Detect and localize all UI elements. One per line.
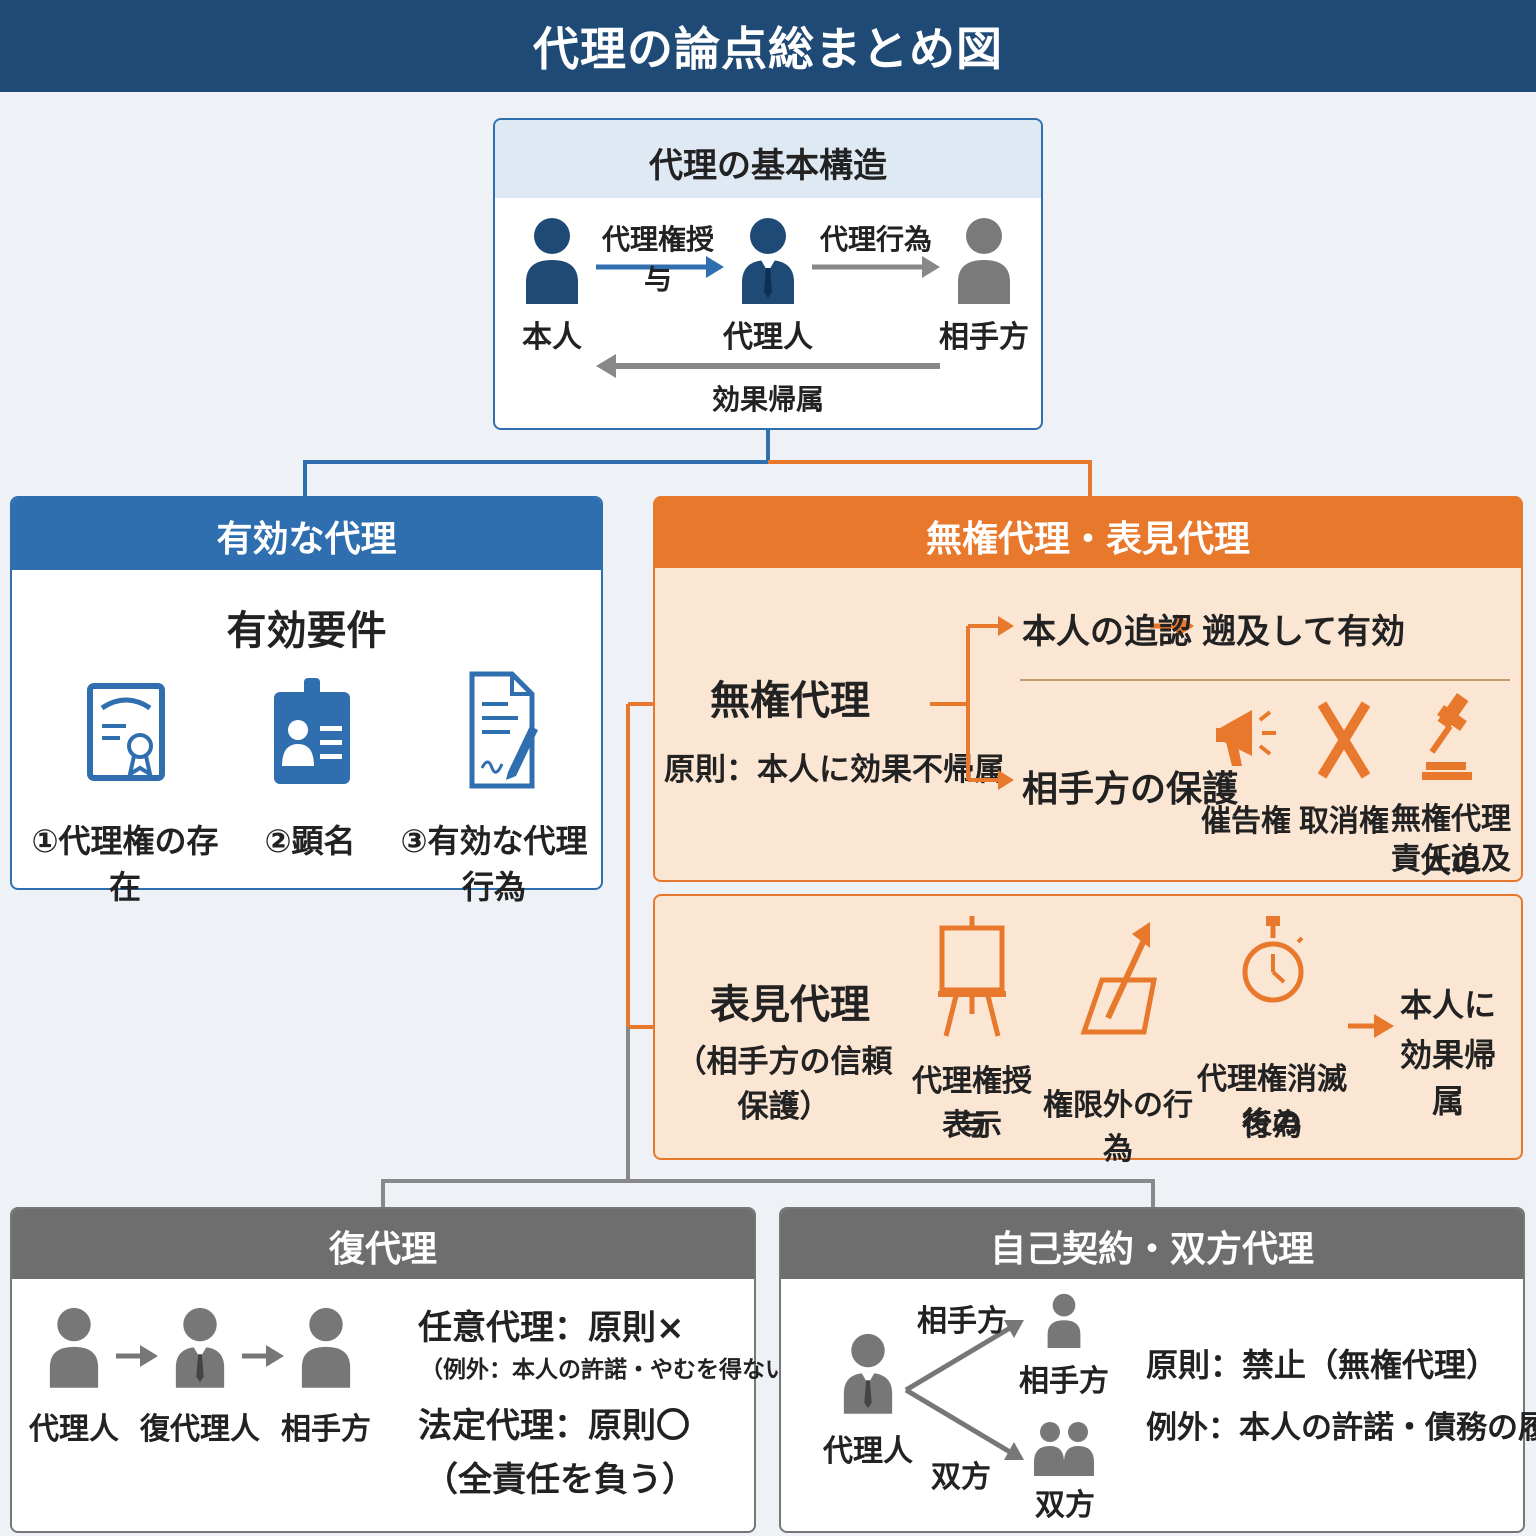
sub-subagent-label: 復代理人 [140, 1412, 260, 1447]
valid-agency-header: 有効な代理 [216, 519, 397, 560]
sub-counterparty-person-icon [301, 1307, 351, 1388]
self-agent-label: 代理人 [823, 1434, 913, 1469]
basic-structure-title: 代理の基本構造 [649, 146, 887, 186]
cross-icon [1317, 701, 1371, 779]
basic-structure-header [495, 120, 1041, 198]
megaphone-icon [1216, 710, 1276, 766]
apparent-type-3-line-1: 代理権消滅後の [1197, 1062, 1347, 1141]
arrow-act-label: 代理行為 [819, 223, 932, 256]
apparent-type-3-line-2: 行為 [1242, 1108, 1302, 1143]
apparent-type-1-line-2: 表示 [942, 1108, 1002, 1143]
unauth-principle: 原則：本人に効果不帰属 [664, 752, 1005, 788]
overreach-icon [1080, 922, 1158, 1035]
sub-agency-header-bar [12, 1209, 754, 1279]
agent-person-icon [742, 218, 794, 304]
self-contract-header-bar [781, 1209, 1523, 1279]
valid-item-2-label: ②顕名 [264, 822, 356, 860]
self-node-counterparty-label: 相手方 [1019, 1364, 1109, 1399]
apparent-result-line-1: 本人に [1399, 986, 1496, 1024]
self-agent-person-icon [843, 1333, 893, 1414]
unauth-header-bar [653, 496, 1523, 570]
self-edge-both-label: 双方 [931, 1460, 991, 1495]
sub-counterparty-label: 相手方 [281, 1412, 371, 1447]
easel-icon [938, 916, 1006, 1037]
apparent-result-line-2: 効果帰属 [1399, 1036, 1496, 1120]
stopwatch-icon [1242, 916, 1304, 1003]
ratify-label: 本人の追認 [1022, 612, 1192, 652]
unauth-title: 無権代理 [710, 678, 870, 724]
id-card-icon [274, 678, 350, 784]
valid-item-1-label: ①代理権の存在 [31, 822, 219, 906]
sub-subagent-person-icon [175, 1307, 225, 1388]
document-sign-icon [469, 671, 538, 789]
arrow-grant-label: 代理権授与 [601, 223, 714, 296]
ratify-result-label: 遡及して有効 [1202, 612, 1405, 652]
protect-label: 相手方の保護 [1022, 769, 1239, 810]
self-counterparty-person-icon [1047, 1293, 1081, 1348]
unauthorized-agency-box [653, 568, 1523, 882]
page-title: 代理の論点総まとめ図 [0, 0, 1536, 92]
arrow-effect-label: 効果帰属 [711, 383, 824, 416]
self-principle: 原則：禁止（無権代理） [1146, 1346, 1499, 1384]
unauth-header: 無権代理・表見代理 [925, 519, 1250, 560]
sub-statutory: 法定代理：原則〇 [418, 1406, 690, 1446]
principal-person-icon [526, 218, 578, 304]
principal-label: 本人 [522, 320, 582, 355]
self-contract-header: 自己契約・双方代理 [989, 1229, 1314, 1270]
right-cancel-label: 取消権 [1299, 804, 1389, 839]
self-both-people-icon [1034, 1422, 1094, 1476]
right-liability-label-1: 無権代理人の [1391, 802, 1511, 881]
sub-agency-header: 復代理 [328, 1229, 437, 1270]
gavel-icon [1422, 693, 1472, 780]
apparent-type-1-line-1: 代理権授与 [912, 1064, 1032, 1143]
self-exception: 例外：本人の許諾・債務の履行 [1146, 1410, 1536, 1446]
valid-item-3-label: ③有効な代理行為 [400, 822, 588, 906]
certificate-icon [87, 683, 165, 781]
apparent-title: 表見代理 [710, 982, 870, 1028]
sub-statutory-note: （全責任を負う） [424, 1460, 696, 1500]
sub-agency-box [10, 1207, 756, 1533]
counterparty-person-icon [958, 218, 1010, 304]
counterparty-label: 相手方 [939, 320, 1029, 355]
right-liability-label-2: 責任追及 [1391, 842, 1511, 877]
self-node-both-label: 双方 [1035, 1488, 1095, 1523]
self-edge-counterparty-label: 相手方 [917, 1304, 1007, 1339]
sub-agent-person-icon [49, 1307, 99, 1388]
valid-agency-header-bar [12, 498, 601, 570]
agent-label: 代理人 [723, 320, 813, 355]
self-contract-box [779, 1207, 1525, 1533]
sub-agent-label: 代理人 [29, 1412, 119, 1447]
valid-requirements-title: 有効要件 [226, 608, 387, 654]
right-demand-label: 催告権 [1201, 804, 1291, 839]
sub-voluntary: 任意代理：原則× [418, 1308, 685, 1348]
apparent-type-2-line-1: 権限外の行為 [1043, 1088, 1193, 1167]
apparent-subtitle: （相手方の信頼保護） [675, 1044, 893, 1125]
